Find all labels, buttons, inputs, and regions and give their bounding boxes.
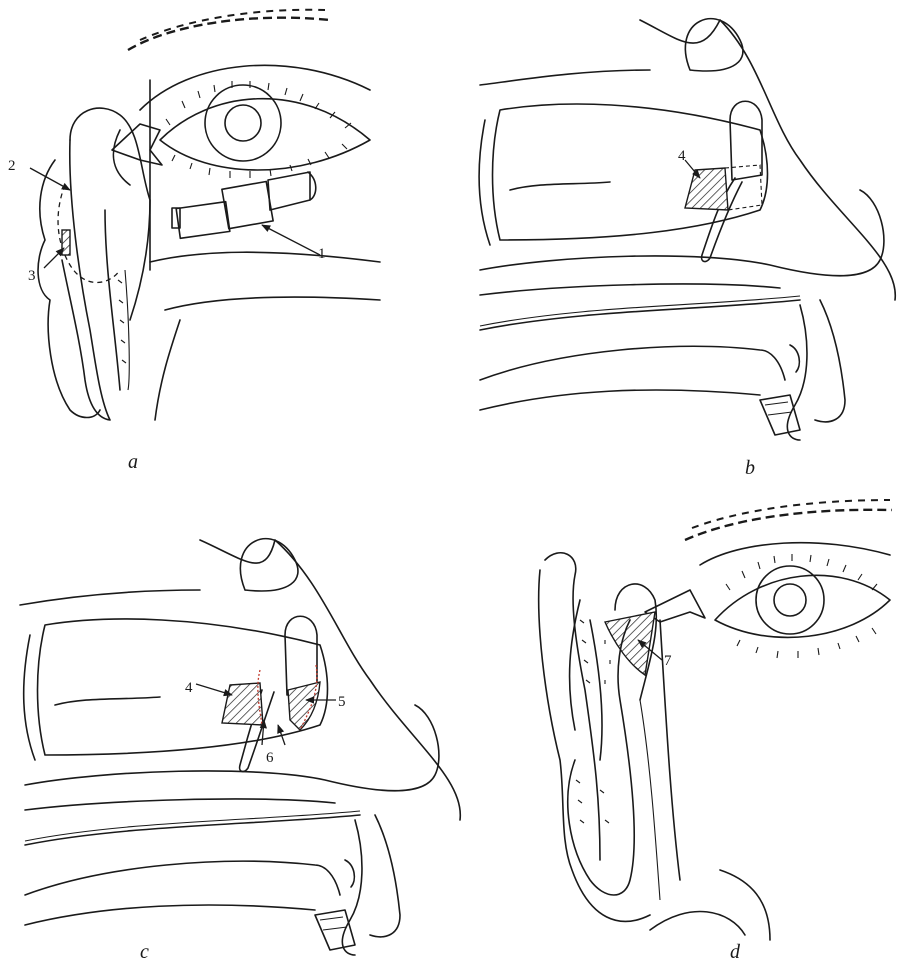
label-c-5: 5 [338,694,346,710]
eye [160,81,370,178]
pointer-1 [262,225,320,255]
eyebrow-d [685,500,892,540]
caption-d: d [730,941,741,962]
eye-d [715,554,890,658]
stent-c [285,616,317,695]
maxillary-sinus [493,104,768,240]
panel-c: 4 5 6 c [20,539,460,962]
stent-tube [172,172,316,238]
panel-d: 7 d [539,500,892,962]
pointer-3 [44,248,64,268]
pointer-c4 [196,684,232,695]
label-d-7: 7 [664,653,672,669]
nasal-wall [62,140,110,420]
eyebrow [128,10,330,50]
caption-b: b [745,457,755,479]
maxillary-sinus-c [38,619,328,755]
mucosa-flap-3 [62,230,70,255]
label-a-3: 3 [28,268,36,284]
mucosa-flap-b4 [685,168,728,210]
label-a-1: 1 [318,246,326,262]
label-a-2: 2 [8,158,16,174]
mucosa-flap-c4 [222,683,263,725]
pointer-b4 [685,160,700,178]
panel-a: 1 2 3 a [8,10,380,473]
panel-b: 4 b [479,19,895,479]
label-b-4: 4 [678,148,686,164]
pointer-2 [30,168,70,190]
caption-c: c [140,941,149,962]
label-c-4: 4 [185,680,193,696]
label-c-6: 6 [266,750,274,766]
stent-b [730,101,762,180]
caption-a: a [128,451,138,473]
